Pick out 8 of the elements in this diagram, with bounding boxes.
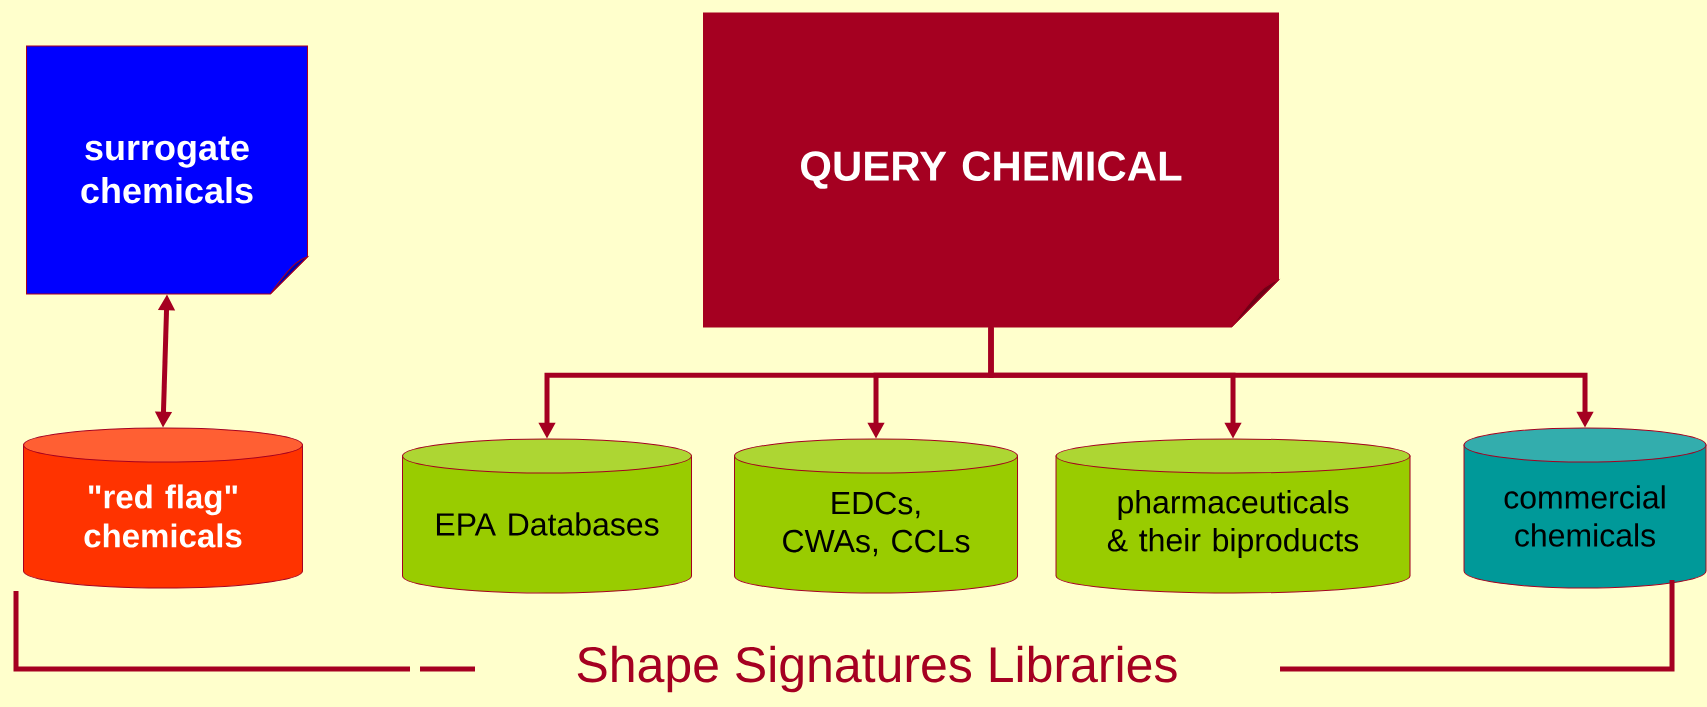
database-cylinder: pharmaceuticals & their biproducts: [1055, 438, 1411, 594]
bracket-label: Shape Signatures Libraries: [577, 645, 1177, 693]
database-cylinder: "red flag" chemicals: [23, 427, 303, 589]
note-box: QUERY CHEMICAL: [703, 12, 1279, 328]
database-cylinder: EDCs, CWAs, CCLs: [734, 438, 1018, 594]
database-cylinder: EPA Databases: [402, 438, 692, 594]
note-box: surrogate chemicals: [26, 45, 308, 295]
database-cylinder: commercial chemicals: [1463, 427, 1707, 589]
